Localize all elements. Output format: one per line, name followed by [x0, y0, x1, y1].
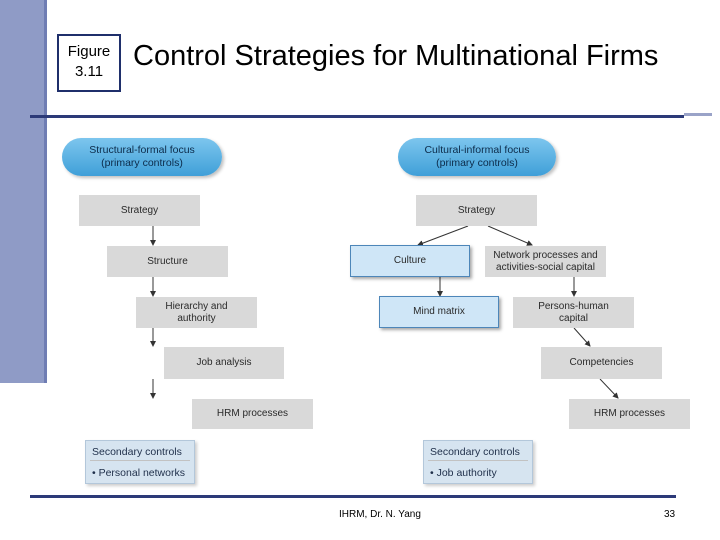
mind-matrix-label: Mind matrix — [413, 306, 465, 317]
job-analysis-label: Job analysis — [196, 357, 252, 368]
label-line-2: capital — [559, 312, 588, 324]
cultural-informal-title: Cultural-informal focus — [424, 144, 530, 156]
left-secondary-item: • Personal networks — [92, 467, 185, 479]
left-sidebar-bar — [0, 0, 47, 383]
cultural-informal-subtitle: (primary controls) — [436, 157, 518, 169]
figure-number: 3.11 — [74, 63, 104, 80]
competencies-label: Competencies — [569, 357, 634, 368]
left-secondary-title: Secondary controls — [92, 446, 182, 458]
figure-badge: Figure 3.11 — [57, 34, 121, 92]
page-number: 33 — [664, 509, 676, 520]
job-analysis-box: Job analysis — [164, 347, 284, 379]
competencies-box: Competencies — [541, 347, 662, 379]
right-secondary-divider — [428, 460, 528, 461]
title-rule — [30, 115, 684, 118]
left-hrm-processes-box: HRM processes — [192, 399, 313, 429]
mind-matrix-box: Mind matrix — [379, 296, 499, 328]
left-hrm-processes-label: HRM processes — [216, 408, 289, 419]
structural-formal-header: Structural-formal focus (primary control… — [62, 138, 222, 176]
slide-title: Control Strategies for Multinational Fir… — [133, 40, 659, 72]
arrow-rstrategy-culture — [417, 225, 469, 247]
left-secondary-controls-box: Secondary controls • Personal networks — [85, 440, 195, 484]
figure-label: Figure — [67, 43, 111, 60]
sidebar-edge — [44, 0, 47, 383]
label-line-1: Network processes and — [493, 249, 598, 261]
structure-label: Structure — [147, 255, 188, 267]
structural-formal-title: Structural-formal focus — [89, 144, 195, 156]
left-secondary-divider — [90, 460, 190, 461]
right-secondary-item: • Job authority — [430, 467, 497, 479]
left-strategy-box: Strategy — [79, 195, 200, 226]
footer-credit: IHRM, Dr. N. Yang — [339, 509, 421, 520]
arrow-persons-competencies — [573, 327, 591, 347]
footer-rule — [30, 495, 676, 498]
structural-formal-subtitle: (primary controls) — [101, 157, 183, 169]
structure-box: Structure — [107, 246, 228, 277]
label-line-2: authority — [177, 312, 216, 324]
right-secondary-controls-box: Secondary controls • Job authority — [423, 440, 533, 484]
culture-box: Culture — [350, 245, 470, 277]
right-hrm-processes-box: HRM processes — [569, 399, 690, 429]
right-strategy-box: Strategy — [416, 195, 537, 226]
right-secondary-title: Secondary controls — [430, 446, 520, 458]
cultural-informal-header: Cultural-informal focus (primary control… — [398, 138, 556, 176]
left-strategy-label: Strategy — [120, 204, 159, 216]
label-line-2: activities-social capital — [496, 261, 595, 273]
culture-label: Culture — [393, 255, 427, 266]
right-hrm-processes-label: HRM processes — [593, 408, 666, 419]
title-rule-end — [684, 113, 712, 116]
label-line-1: Hierarchy and — [165, 300, 228, 312]
arrow-rstrategy-network — [487, 225, 533, 246]
arrow-competencies-hrm — [599, 378, 619, 399]
right-strategy-label: Strategy — [457, 204, 496, 216]
label-line-1: Persons-human — [538, 300, 609, 312]
